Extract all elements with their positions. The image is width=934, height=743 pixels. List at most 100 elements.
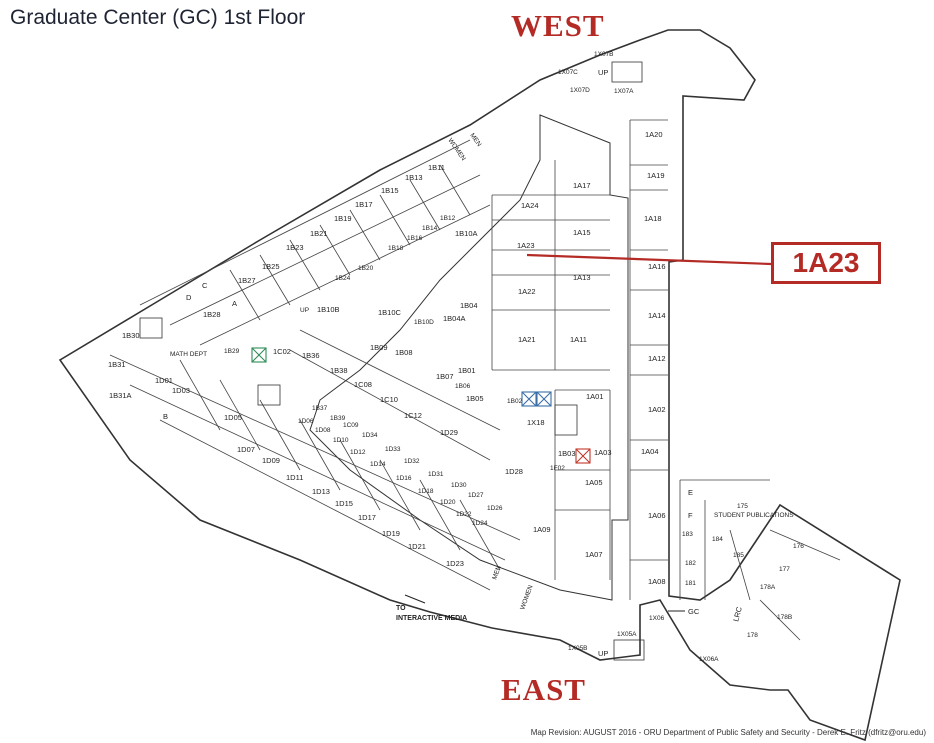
room-label: 1D09 [262,456,280,465]
room-label: 1X05A [617,631,637,638]
room-label: 1D24 [472,520,488,527]
room-label: 1A21 [518,335,536,344]
room-label: 1B01 [458,366,476,375]
stair-up-label: UP [598,68,608,77]
restroom-men: MEN [468,132,482,148]
room-label: 1A18 [644,214,662,223]
room-label: 1X07C [558,69,578,76]
room-label: 1A24 [521,201,539,210]
room-label-highlighted: 1A23 [517,241,535,250]
room-label: 1X06 [649,615,665,622]
room-label: 1A02 [648,405,666,414]
room-label: B [163,412,168,421]
room-label: C [202,281,208,290]
elevator-blue-1 [521,391,537,407]
room-label: 1B30 [122,331,140,340]
room-label: 1B29 [224,348,240,355]
wing-west-label: WEST [511,8,605,43]
room-label: 1B25 [262,262,280,271]
room-label: 1B27 [238,276,256,285]
room-label: 1D06 [298,418,314,425]
room-label: 1A09 [533,525,551,534]
room-label: 1B13 [405,173,423,182]
room-label: 1D11 [286,473,303,482]
elevator-red [575,448,591,464]
destination-label: INTERACTIVE MEDIA [396,615,467,622]
room-label: 1X07A [614,88,634,95]
student-publications-label: STUDENT PUBLICATIONS [714,512,794,519]
room-label: 1B18 [388,245,404,252]
elevator-blue-2 [536,391,552,407]
room-label: 183 [682,531,693,538]
room-label: 1D30 [451,482,467,489]
stair-central [257,384,281,406]
room-label: 1D03 [172,386,190,395]
math-dept-label: MATH DEPT [170,351,207,358]
room-label: 1A07 [585,550,603,559]
room-label: 1D34 [362,432,378,439]
room-label: 1A16 [648,262,666,271]
room-label: 1B02 [507,398,523,405]
outer-wall [58,29,901,742]
room-label: 1B03 [558,449,576,458]
room-label: 1B24 [335,275,351,282]
room-label: 178B [777,614,792,621]
room-label: 1D27 [468,492,484,499]
building-outline [58,29,901,742]
room-label: 1D01 [155,376,173,385]
room-label: 1D31 [428,471,444,478]
room-label: 1A13 [573,273,591,282]
inner-court-outline [309,114,629,601]
room-label: 1X05B [568,645,588,652]
room-label: 1A19 [647,171,665,180]
room-label: 176 [793,543,804,550]
room-label: 1A11 [570,335,587,344]
room-label: 1D21 [408,542,426,551]
room-label: 1F02 [550,465,565,472]
room-label: 1B38 [330,366,348,375]
room-label: 1B10D [414,319,434,326]
room-label: 1A03 [594,448,612,457]
room-label: 1C08 [354,380,372,389]
room-label: 1D15 [335,499,353,508]
room-label: 1D26 [487,505,503,512]
room-label: 1D14 [370,461,386,468]
room-label: 1A01 [586,392,604,401]
room-label: 1A12 [648,354,666,363]
room-label: 1D08 [315,427,331,434]
room-label: 1D16 [396,475,412,482]
room-label: 1A14 [648,311,666,320]
room-label: 1B28 [203,310,221,319]
stairs [139,61,645,661]
room-label: 1D13 [312,487,330,496]
room-label: 185 [733,552,744,559]
restroom-men-east: MEN [491,564,503,580]
lrc-label: LRC [731,605,744,622]
floor-title: Graduate Center (GC) 1st Floor [10,6,306,29]
room-label: 175 [737,503,748,510]
stair-north [139,317,163,339]
wing-east-label: EAST [501,672,586,707]
room-labels: 1A24 1A17 1A23 1A15 1A22 1A13 1A21 1A11 … [108,51,804,663]
elevator-green [251,347,267,363]
room-label: 178A [760,584,776,591]
room-label: 1D05 [224,413,242,422]
room-label: 1X07B [594,51,614,58]
room-label: 1D29 [440,428,458,437]
room-label: 1A04 [641,447,659,456]
room-label: 1D18 [418,488,434,495]
room-label: 1D19 [382,529,400,538]
room-label: 1B05 [466,394,484,403]
room-label: 181 [685,580,696,587]
room-label: 1B19 [334,214,352,223]
room-label: 1C09 [343,422,359,429]
room-label: 1A15 [573,228,591,237]
stair-labels: UP UP UP [300,68,608,658]
room-label: 1B17 [355,200,373,209]
room-label: 1D20 [440,499,456,506]
room-label: 1A06 [648,511,666,520]
stair-up-label: UP [598,649,608,658]
room-label: 1A08 [648,577,666,586]
room-label: 1X18 [527,418,545,427]
room-label: 1A20 [645,130,663,139]
